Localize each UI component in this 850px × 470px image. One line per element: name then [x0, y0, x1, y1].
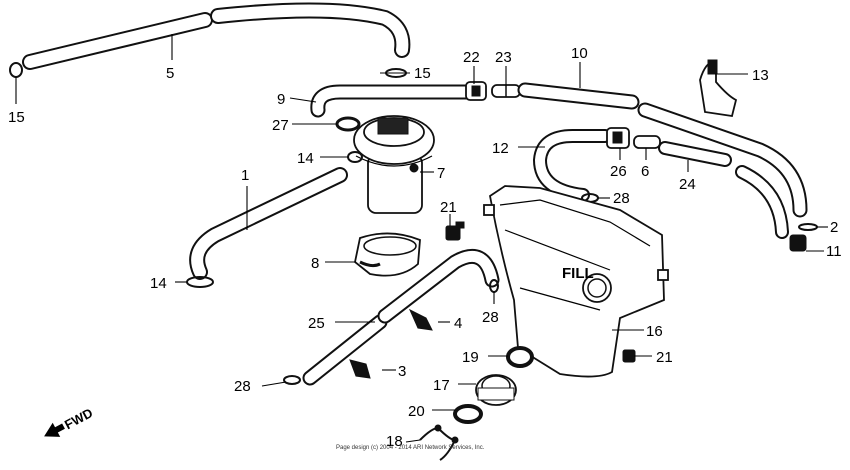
part-13[interactable]	[699, 59, 738, 118]
hose-25[interactable]	[302, 249, 500, 386]
callout-26: 26	[610, 163, 627, 180]
callouts: 15 5 15 9 27 22 23 10 13 12 26 6 24 28 2…	[8, 45, 842, 450]
clip-15-left[interactable]	[9, 62, 23, 78]
hose-24[interactable]	[658, 141, 789, 239]
callout-7: 7	[437, 165, 445, 182]
callout-28-lower: 28	[234, 378, 251, 395]
callout-9: 9	[277, 91, 285, 108]
copyright-notice: Page design (c) 2004 - 2014 ARI Network …	[336, 445, 485, 451]
clip-14-upper[interactable]	[347, 151, 363, 163]
hose-9[interactable]	[310, 84, 478, 118]
hose-1[interactable]	[189, 167, 348, 280]
fwd-indicator: FWD	[44, 405, 95, 437]
callout-15-right: 15	[414, 65, 431, 82]
hose-10[interactable]	[517, 82, 808, 218]
tank-embossed-text: FILL	[562, 265, 594, 282]
cap-17[interactable]	[475, 374, 517, 406]
callout-18: 18	[386, 433, 403, 450]
callout-24: 24	[679, 176, 696, 193]
callout-16: 16	[646, 323, 663, 340]
valve-26[interactable]	[606, 127, 630, 149]
callout-25: 25	[308, 315, 325, 332]
callout-6: 6	[641, 163, 649, 180]
strap-18[interactable]	[419, 424, 459, 461]
joint-23[interactable]	[491, 84, 521, 98]
hose-12[interactable]	[532, 128, 612, 202]
callout-13: 13	[752, 67, 769, 84]
callout-3: 3	[398, 363, 406, 380]
callout-22: 22	[463, 49, 480, 66]
callout-11: 11	[826, 243, 842, 260]
callout-15-left: 15	[8, 109, 25, 126]
fwd-label: FWD	[62, 405, 95, 432]
callout-10: 10	[571, 45, 588, 62]
valve-22[interactable]	[465, 81, 487, 101]
clip-28-lower-left[interactable]	[283, 375, 301, 385]
gasket-20[interactable]	[453, 404, 483, 424]
callout-28-upper: 28	[613, 190, 630, 207]
callout-17: 17	[433, 377, 450, 394]
callout-14-lower: 14	[150, 275, 167, 292]
leader-lines	[15, 34, 828, 443]
callout-5: 5	[166, 65, 174, 82]
bolt-21-upper[interactable]	[445, 221, 465, 241]
fwd-arrow-icon	[44, 422, 65, 437]
callout-20: 20	[408, 403, 425, 420]
joint-6[interactable]	[633, 135, 661, 149]
bolt-21-lower[interactable]	[622, 349, 636, 363]
filter-7[interactable]	[353, 115, 435, 214]
clip-27[interactable]	[335, 116, 361, 132]
callout-21-lower: 21	[656, 349, 673, 366]
band-8[interactable]	[354, 232, 421, 277]
clip-4[interactable]	[408, 308, 433, 331]
callout-21-upper: 21	[440, 199, 457, 216]
seal-19[interactable]	[506, 346, 534, 368]
callout-19: 19	[462, 349, 479, 366]
cap-11[interactable]	[789, 234, 807, 252]
clip-2[interactable]	[798, 223, 818, 231]
hose-5[interactable]	[22, 2, 411, 70]
callout-23: 23	[495, 49, 512, 66]
callout-1: 1	[241, 167, 249, 184]
callout-4: 4	[454, 315, 462, 332]
tank-16[interactable]: FILL	[483, 185, 669, 378]
callout-27: 27	[272, 117, 289, 134]
clip-3[interactable]	[349, 359, 371, 379]
callout-12: 12	[492, 140, 509, 157]
callout-28-middle: 28	[482, 309, 499, 326]
callout-8: 8	[311, 255, 319, 272]
callout-2: 2	[830, 219, 838, 236]
callout-14-upper: 14	[297, 150, 314, 167]
